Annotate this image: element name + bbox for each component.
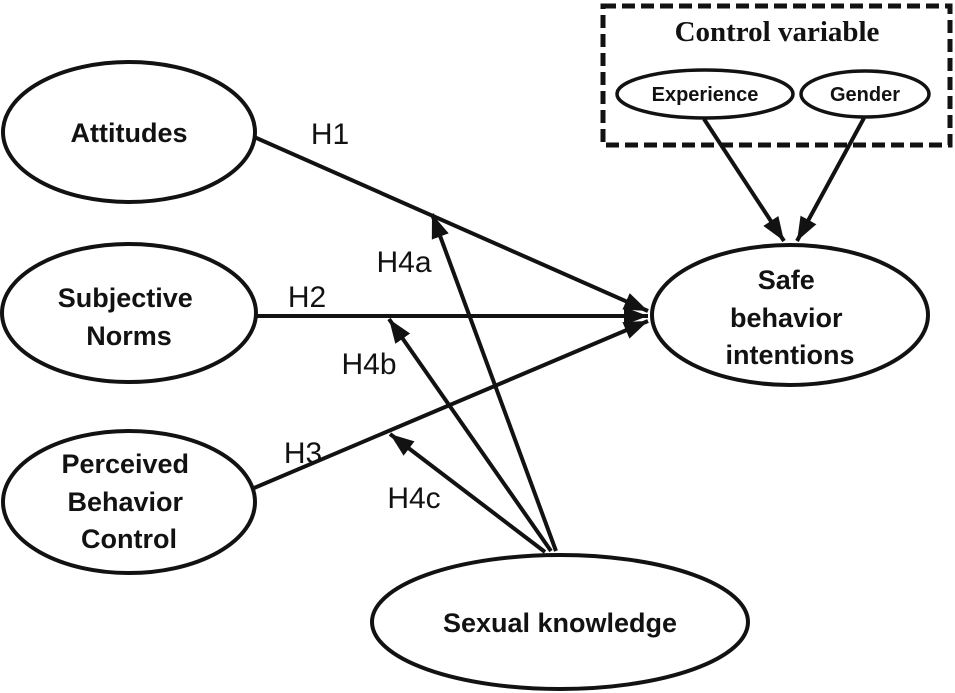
control-variable-title: Control variable	[675, 16, 880, 48]
safe-behavior-intentions-node: Safe behavior intentions	[650, 243, 930, 387]
label-h1: H1	[311, 118, 349, 151]
control-variable-box	[600, 3, 953, 148]
gender-ellipse	[799, 69, 931, 119]
sexual-knowledge-ellipse	[370, 553, 750, 691]
attitudes-ellipse	[1, 60, 257, 204]
label-h3: H3	[284, 437, 322, 470]
subjective-norms-node: Subjective Norms	[0, 242, 258, 384]
label-h4c: H4c	[387, 482, 440, 515]
safe-behavior-intentions-ellipse	[650, 243, 930, 387]
perceived-behavior-control-node: Perceived Behavior Control	[1, 429, 257, 575]
edge-gender-arrow	[795, 117, 866, 242]
experience-node: Experience	[615, 68, 795, 120]
label-h4b: H4b	[341, 348, 396, 381]
label-h4a: H4a	[376, 246, 431, 279]
edge-h4a-arrow	[430, 213, 558, 552]
subjective-norms-label: Subjective Norms	[58, 283, 201, 351]
edge-h1-arrow	[251, 134, 649, 313]
safe-behavior-intentions-label: Safe behavior intentions	[726, 265, 855, 370]
experience-ellipse	[615, 68, 795, 120]
edge-experience-arrow	[702, 117, 786, 243]
edge-h4c-arrow	[388, 432, 547, 554]
sexual-knowledge-node: Sexual knowledge	[370, 553, 750, 691]
gender-node: Gender	[799, 69, 931, 119]
perceived-behavior-control-ellipse	[1, 429, 257, 575]
label-h2: H2	[288, 281, 326, 314]
gender-label: Gender	[830, 84, 900, 106]
experience-label: Experience	[652, 84, 759, 106]
attitudes-label: Attitudes	[71, 118, 188, 148]
attitudes-node: Attitudes	[1, 60, 257, 204]
sexual-knowledge-label: Sexual knowledge	[443, 608, 677, 638]
edge-h4b-arrow	[387, 317, 553, 553]
subjective-norms-ellipse	[0, 242, 258, 384]
perceived-behavior-control-label: Perceived Behavior Control	[61, 449, 196, 554]
